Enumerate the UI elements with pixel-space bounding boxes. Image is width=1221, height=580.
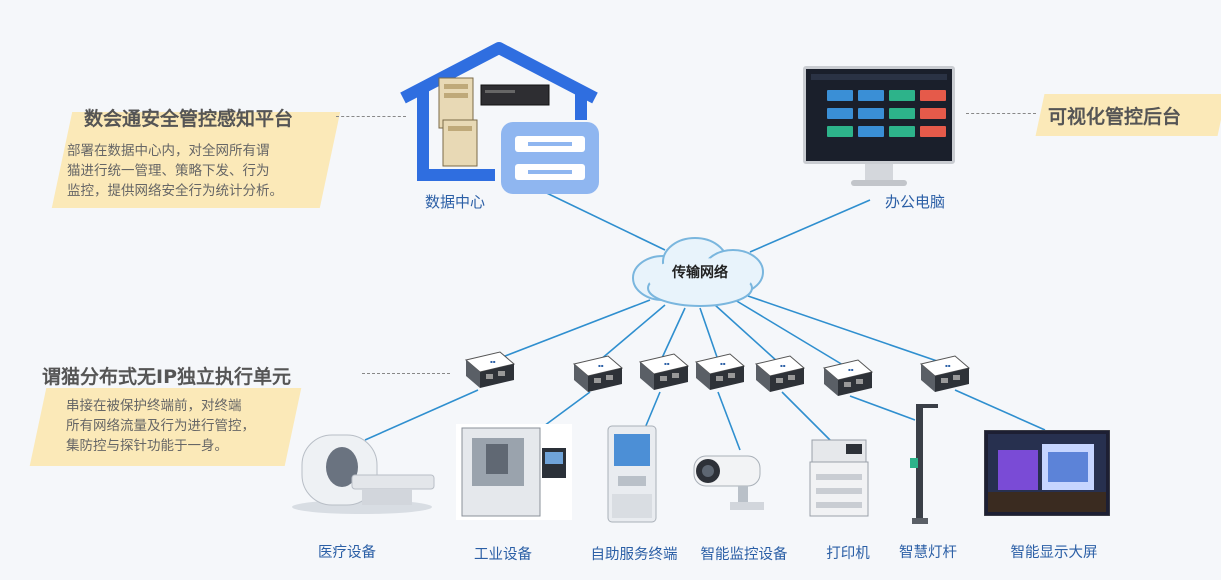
link-cloud-box6 <box>734 299 844 366</box>
device-label-printer: 打印机 <box>826 546 870 562</box>
link-pc-cloud <box>749 199 871 253</box>
mri-scanner-icon <box>292 434 435 514</box>
device-label-kiosk: 自助服务终端 <box>590 547 678 563</box>
platform-title: 数会通安全管控感知平台 <box>84 108 294 130</box>
device-label-display: 智能显示大屏 <box>1010 545 1098 561</box>
cloud-icon <box>632 237 764 307</box>
link-box4-camera <box>717 391 741 451</box>
unit-title: 谓猫分布式无IP独立执行单元 <box>42 366 291 388</box>
platform-desc-line-2: 猫进行统一管理、策略下发、行为 <box>67 163 270 179</box>
execution-unit-box-7 <box>915 354 971 394</box>
execution-unit-box-6 <box>818 358 874 398</box>
printer-icon <box>809 439 869 517</box>
link-box7-screen <box>954 389 1046 431</box>
smart-lamp-pole-icon <box>910 404 938 524</box>
industrial-machine-icon <box>456 424 572 520</box>
unit-desc-line-3: 集防控与探针功能于一身。 <box>66 438 228 454</box>
execution-unit-box-2 <box>568 354 624 394</box>
link-cloud-box2 <box>599 304 666 361</box>
device-label-lamp-pole: 智慧灯杆 <box>899 545 957 561</box>
link-cloud-box4 <box>699 307 719 361</box>
link-box1-medical <box>364 389 479 441</box>
office-pc-label: 办公电脑 <box>884 193 946 211</box>
unit-desc: 串接在被保护终端前，对终端 所有网络流量及行为进行管控， 集防控与探针功能于一身… <box>66 396 255 456</box>
datacenter-house-icon <box>400 42 599 194</box>
execution-unit-box-4 <box>690 352 746 392</box>
unit-desc-line-2: 所有网络流量及行为进行管控， <box>66 418 255 434</box>
surveillance-camera-icon <box>693 455 764 510</box>
link-cloud-box1 <box>499 299 651 359</box>
link-cloud-box7 <box>747 295 941 363</box>
platform-desc-line-3: 监控，提供网络安全行为统计分析。 <box>67 183 283 199</box>
office-pc-monitor-icon <box>803 66 955 190</box>
link-datacenter-cloud <box>529 184 666 251</box>
platform-desc: 部署在数据中心内，对全网所有谓 猫进行统一管理、策略下发、行为 监控，提供网络安… <box>67 141 283 201</box>
execution-unit-box-1 <box>460 350 516 390</box>
platform-desc-line-1: 部署在数据中心内，对全网所有谓 <box>67 143 270 159</box>
execution-unit-box-3 <box>634 352 690 392</box>
unit-dash <box>362 373 450 374</box>
platform-dash <box>336 116 406 117</box>
device-label-industrial: 工业设备 <box>474 547 532 563</box>
self-service-kiosk-icon <box>607 425 657 523</box>
network-label: 传输网络 <box>672 265 728 281</box>
link-cloud-box3 <box>661 307 686 359</box>
device-label-medical: 医疗设备 <box>318 545 376 561</box>
link-cloud-box5 <box>714 304 779 363</box>
device-label-camera: 智能监控设备 <box>700 547 788 563</box>
link-box6-pole <box>849 395 916 421</box>
backend-title: 可视化管控后台 <box>1048 106 1182 128</box>
display-screen-icon <box>984 430 1110 516</box>
unit-desc-line-1: 串接在被保护终端前，对终端 <box>66 398 242 414</box>
backend-dash <box>966 113 1036 114</box>
datacenter-label: 数据中心 <box>424 193 486 211</box>
link-box5-printer <box>781 391 831 441</box>
execution-unit-box-5 <box>750 354 806 394</box>
